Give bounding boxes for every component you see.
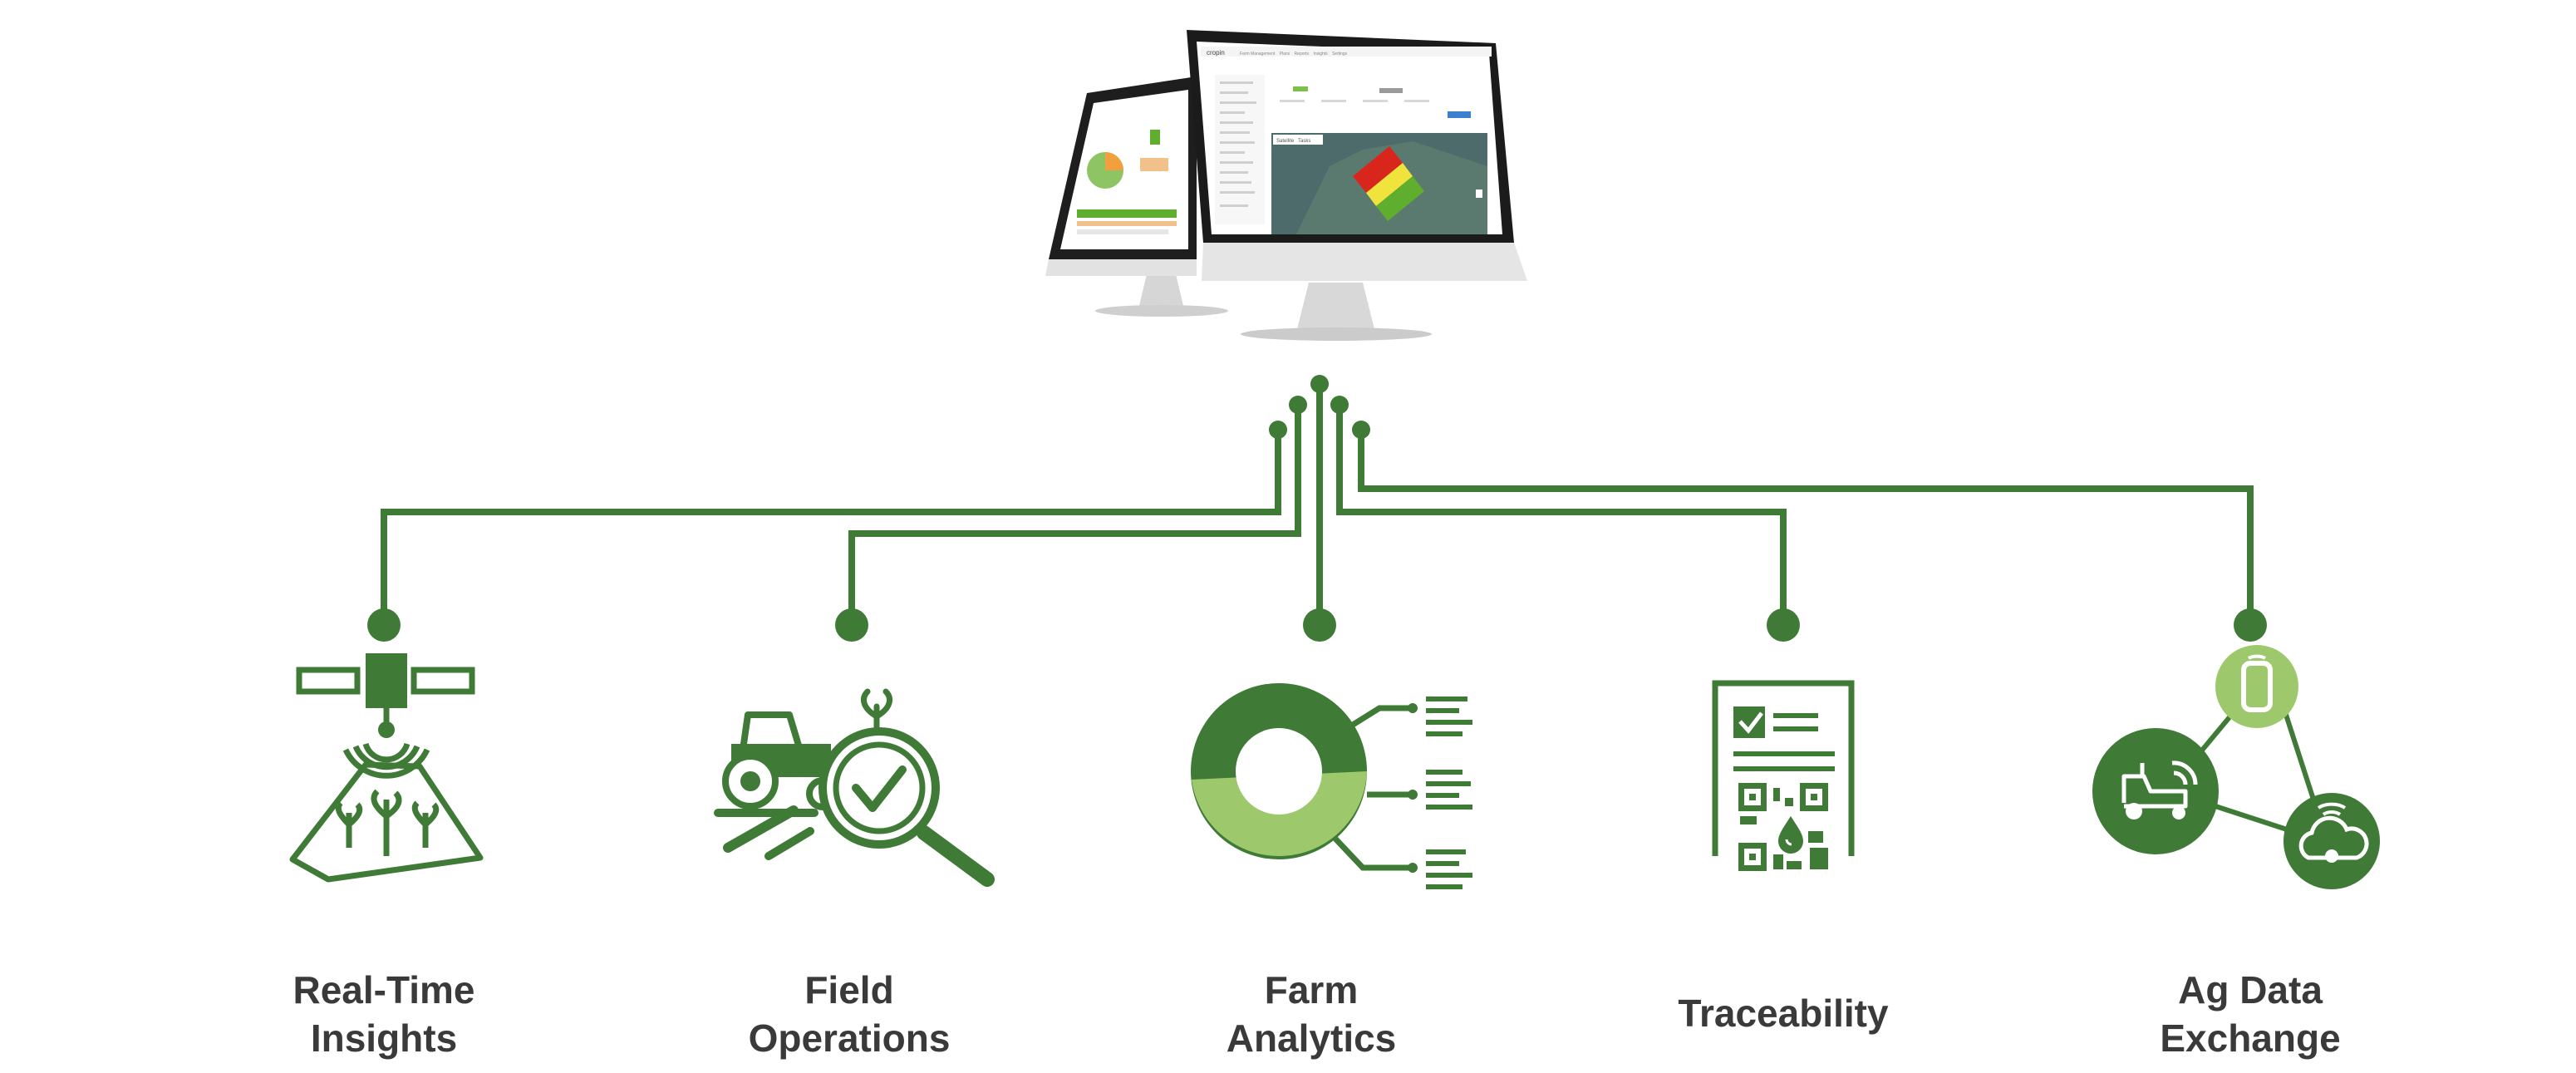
connector-line [1336, 405, 1787, 623]
label-traceability: Traceability [1609, 989, 1958, 1037]
connector-line [381, 430, 1281, 623]
satellite-field-icon [289, 653, 484, 883]
monitor-illustration: cropin Farm Management Plans Reports Ins… [1045, 30, 1527, 341]
connector-node [2234, 608, 2267, 642]
connector-node [1767, 608, 1800, 642]
label-real-time-insights: Real-Time Insights [209, 966, 558, 1062]
label-line: Field [804, 968, 894, 1011]
label-line: Insights [310, 1016, 458, 1060]
monitor-nav-item: Settings [1332, 52, 1348, 57]
label-line: Ag Data [2178, 968, 2323, 1011]
monitor-nav-item: Plans [1280, 52, 1290, 57]
label-ag-data-exchange: Ag Data Exchange [2076, 966, 2425, 1062]
monitor-nav: Farm Management Plans Reports Insights S… [1240, 52, 1348, 57]
donut-chart-icon [1191, 683, 1472, 889]
connector-line [848, 405, 1301, 623]
connector-dot [1289, 396, 1307, 414]
small-monitor [1045, 76, 1228, 317]
map-tab: Tasks [1298, 139, 1310, 144]
monitor-brand: cropin [1207, 49, 1225, 57]
large-monitor: cropin Farm Management Plans Reports Ins… [1187, 30, 1527, 341]
label-line: Exchange [2160, 1016, 2341, 1060]
label-line: Traceability [1678, 992, 1889, 1035]
connector-dot [1310, 375, 1329, 393]
monitor-nav-item: Reports [1295, 52, 1310, 57]
connector-dot [1269, 421, 1287, 439]
connector-node [1303, 608, 1336, 642]
label-line: Operations [748, 1016, 951, 1060]
label-farm-analytics: Farm Analytics [1137, 966, 1486, 1062]
connected-devices-icon [2092, 645, 2380, 889]
connector-node [835, 608, 868, 642]
monitor-nav-item: Farm Management [1240, 52, 1276, 57]
qr-document-icon [1712, 680, 1855, 871]
map-tab: Satellite [1276, 139, 1295, 144]
label-line: Farm [1264, 968, 1359, 1011]
monitor-nav-item: Insights [1313, 52, 1328, 57]
label-line: Real-Time [293, 968, 475, 1011]
connector-line [1358, 430, 2254, 623]
label-line: Analytics [1226, 1016, 1397, 1060]
connector-dot [1330, 396, 1349, 414]
connector-node [367, 608, 401, 642]
tractor-magnifier-icon [714, 688, 995, 887]
connector-dot [1352, 421, 1370, 439]
label-field-operations: Field Operations [675, 966, 1024, 1062]
